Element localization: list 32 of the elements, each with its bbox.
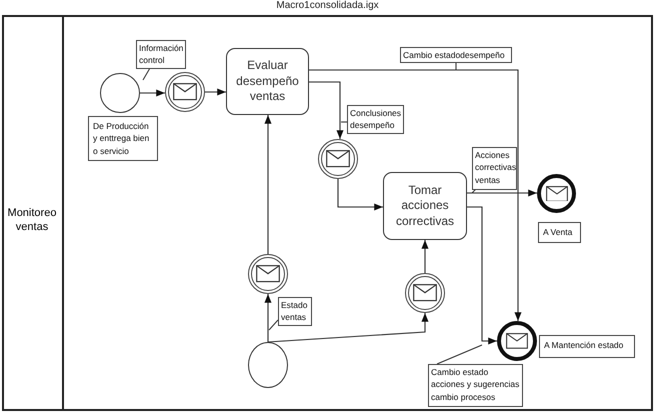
annotation: De Producción y enttrega bien o servicio (88, 116, 158, 161)
message-event (165, 72, 205, 112)
message-event (248, 254, 288, 294)
sequence-arrow (205, 88, 226, 96)
annotation: A Venta (538, 222, 581, 243)
sequence-arrow (467, 206, 497, 345)
message-event (405, 273, 445, 313)
sequence-arrow (268, 313, 429, 343)
edge-label: Conclusiones desempeño (347, 105, 404, 134)
task-box: Evaluar desempeño ventas (226, 48, 309, 115)
sequence-arrow (140, 89, 165, 97)
message-event (318, 139, 358, 179)
end-message-event (497, 321, 537, 361)
edge-label: Estado ventas (278, 297, 312, 326)
lane-label: Monitoreo ventas (6, 207, 58, 234)
sequence-arrow (309, 69, 522, 321)
start-event (100, 73, 140, 113)
sequence-arrow (467, 189, 537, 197)
edge-label: Cambio estadodesempeño (400, 47, 512, 64)
edge-label: Cambio estado acciones y sugerencias cambio procesos (428, 364, 523, 407)
sequence-arrow (309, 81, 344, 139)
sequence-arrow (421, 240, 429, 273)
sequence-arrow (337, 179, 383, 211)
diagram-title: Macro1consolidada.igx (275, 0, 380, 11)
edge-label: Información control (136, 40, 186, 69)
edge-label: Acciones correctivas ventas (472, 147, 517, 190)
sequence-arrow (264, 294, 272, 342)
sequence-arrow (264, 115, 272, 254)
end-message-event (537, 174, 576, 213)
start-event (248, 342, 288, 388)
task-box: Tomar acciones correctivas (383, 172, 467, 240)
annotation: A Mantención estado (539, 335, 635, 358)
